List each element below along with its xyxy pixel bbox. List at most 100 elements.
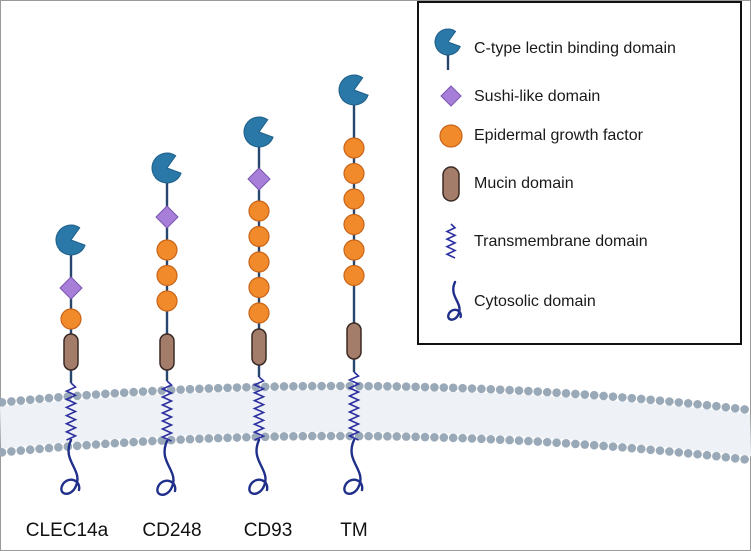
cytosolic-domain: [60, 438, 81, 495]
mucin-domain: [251, 328, 267, 366]
membrane-bead: [674, 448, 684, 457]
membrane-bead: [373, 431, 383, 441]
membrane-bead: [242, 432, 251, 442]
membrane-bead: [270, 382, 279, 391]
membrane-bead: [467, 434, 477, 443]
cell-membrane: [0, 381, 751, 464]
membrane-bead: [307, 381, 317, 391]
membrane-bead: [289, 382, 298, 391]
membrane-bead: [458, 383, 467, 393]
mucin-domain: [63, 333, 79, 371]
membrane-bead: [533, 387, 543, 396]
egf-domain: [343, 239, 365, 261]
membrane-bead: [44, 443, 54, 453]
membrane-bead: [401, 382, 411, 391]
membrane-bead: [307, 431, 317, 441]
egf-domain: [156, 290, 178, 312]
membrane-bead: [589, 390, 599, 400]
cytosolic-domain: [248, 438, 269, 495]
membrane-bead: [712, 401, 721, 411]
membrane-bead: [712, 451, 721, 461]
membrane-bead: [148, 386, 157, 396]
membrane-bead: [420, 432, 430, 442]
membrane-bead: [148, 436, 157, 446]
membrane-bead: [646, 395, 655, 405]
membrane-bead: [721, 452, 731, 462]
egf-domain: [248, 276, 270, 299]
membrane-bead: [721, 402, 731, 412]
membrane-bead: [505, 435, 514, 445]
membrane-bead: [176, 435, 185, 444]
transmembrane-domain: [252, 376, 266, 441]
membrane-bead: [655, 446, 665, 455]
protein-clec14a: [55, 224, 86, 495]
membrane-bead: [195, 434, 204, 444]
egf-domain: [156, 264, 178, 287]
legend-label-lectin: C-type lectin binding domain: [474, 40, 676, 57]
legend-label-cytosolic: Cytosolic domain: [474, 293, 596, 310]
membrane-bead: [0, 448, 7, 457]
legend-label-sushi: Sushi-like domain: [474, 88, 601, 105]
membrane-bead: [72, 441, 82, 451]
membrane-bead: [373, 381, 383, 391]
membrane-bead: [561, 438, 571, 448]
protein-label-clec14a: CLEC14a: [25, 520, 109, 541]
membrane-bead: [392, 432, 402, 441]
sushi-domain: [247, 167, 271, 191]
membrane-bead: [618, 443, 627, 452]
protein-group: [55, 74, 369, 496]
membrane-bead: [646, 445, 655, 455]
membrane-bead: [561, 388, 571, 398]
protein-label-cd93: CD93: [243, 520, 293, 541]
membrane-bead: [627, 393, 637, 403]
membrane-bead: [91, 440, 101, 449]
membrane-bead: [693, 399, 702, 409]
membrane-bead: [364, 381, 373, 391]
membrane-bead: [524, 386, 533, 396]
membrane-bead: [326, 431, 336, 441]
membrane-bead: [7, 397, 16, 406]
membrane-bead: [580, 440, 590, 449]
membrane-bead: [289, 432, 298, 441]
sushi-domain: [155, 205, 179, 229]
membrane-bead: [486, 384, 496, 394]
membrane-bead: [467, 384, 477, 393]
membrane-bead: [204, 434, 214, 443]
membrane-bead: [383, 382, 392, 391]
membrane-bead: [514, 386, 524, 395]
membrane-bead: [101, 439, 110, 449]
egf-domain: [248, 302, 270, 324]
membrane-bead: [223, 433, 232, 443]
legend-label-egf: Epidermal growth factor: [474, 127, 643, 144]
membrane-bead: [702, 450, 712, 460]
membrane-bead: [279, 382, 289, 391]
membrane-bead: [185, 384, 195, 394]
membrane-bead: [439, 433, 449, 442]
egf-domain: [343, 162, 365, 185]
membrane-bead: [552, 388, 561, 397]
membrane-bead: [345, 381, 355, 391]
membrane-bead: [232, 383, 242, 392]
protein-cd93: [243, 116, 274, 495]
membrane-bead: [392, 382, 402, 391]
legend-box: [417, 1, 742, 345]
membrane-bead: [54, 443, 63, 452]
membrane-bead: [336, 381, 345, 391]
membrane-bead: [110, 388, 120, 398]
membrane-bead: [608, 392, 618, 401]
protein-cd248: [151, 152, 182, 496]
egf-domain: [343, 188, 365, 210]
membrane-core: [0, 390, 751, 457]
membrane-bead: [204, 384, 214, 393]
membrane-bead: [16, 446, 26, 455]
membrane-bead: [298, 381, 308, 391]
lectin-domain: [243, 116, 274, 148]
membrane-bead: [82, 440, 91, 450]
membrane-bead: [683, 399, 693, 408]
membrane-bead: [270, 432, 279, 441]
membrane-bead: [195, 384, 204, 394]
membrane-bead: [411, 432, 420, 442]
membrane-bead: [533, 437, 543, 446]
membrane-bead: [495, 385, 505, 394]
membrane-bead: [213, 383, 223, 393]
